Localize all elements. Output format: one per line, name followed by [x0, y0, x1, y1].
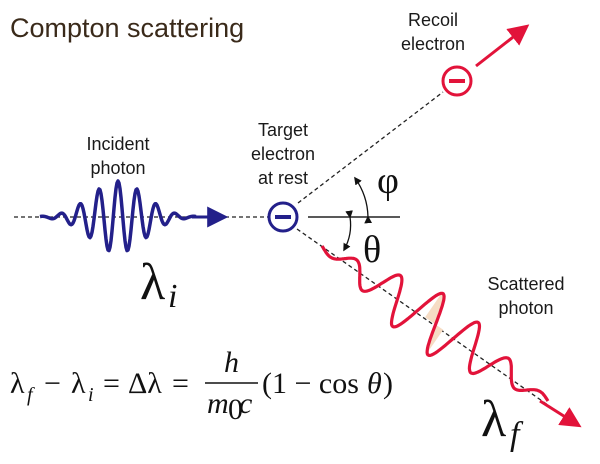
recoil-arrow [475, 24, 530, 68]
eq-den-sub: 0 [228, 393, 243, 426]
incident-label-line1: Incident [86, 134, 149, 154]
eq-den-c: c [239, 387, 252, 420]
compton-equation: λ f − λ i = Δλ = h m 0 c (1 − cos θ ) [10, 346, 393, 426]
scattered-label-line1: Scattered [487, 274, 564, 294]
scattered-arrow [539, 399, 582, 428]
eq-den-m: m [207, 387, 229, 420]
lambda-f-symbol: λ [481, 391, 506, 448]
incident-label-line2: photon [90, 158, 145, 178]
theta-angle-arc [343, 210, 353, 252]
target-label-line2: electron [251, 144, 315, 164]
eq-sub-i: i [88, 384, 94, 406]
lambda-f-subscript: f [510, 416, 524, 453]
eq-minus: − [44, 367, 61, 400]
scattered-wave [320, 245, 550, 402]
target-label-line1: Target [258, 120, 308, 140]
diagram-title: Compton scattering [10, 13, 244, 43]
eq-numerator: h [224, 346, 239, 379]
eq-close: ) [383, 367, 393, 400]
eq-factor: (1 − cos [262, 367, 359, 400]
phi-symbol: φ [377, 160, 399, 202]
recoil-label-line1: Recoil [408, 10, 458, 30]
eq-equals-2: = [172, 367, 189, 400]
target-label-line3: at rest [258, 168, 308, 188]
incident-wave [39, 179, 197, 253]
target-electron-minus-icon [275, 215, 291, 219]
recoil-direction-line [297, 91, 444, 204]
eq-delta-lambda: Δλ [128, 367, 162, 400]
recoil-label-line2: electron [401, 34, 465, 54]
phi-angle-arc [354, 176, 373, 224]
eq-equals-1: = [103, 367, 120, 400]
lambda-i-symbol: λ [140, 254, 165, 311]
scattered-label-line2: photon [498, 298, 553, 318]
eq-sub-f: f [27, 384, 35, 406]
eq-lambda-f: λ [10, 367, 25, 400]
eq-lambda-i: λ [71, 367, 86, 400]
eq-theta: θ [367, 367, 382, 400]
theta-symbol: θ [363, 229, 381, 271]
lambda-i-subscript: i [168, 278, 177, 315]
recoil-electron-minus-icon [449, 79, 465, 83]
